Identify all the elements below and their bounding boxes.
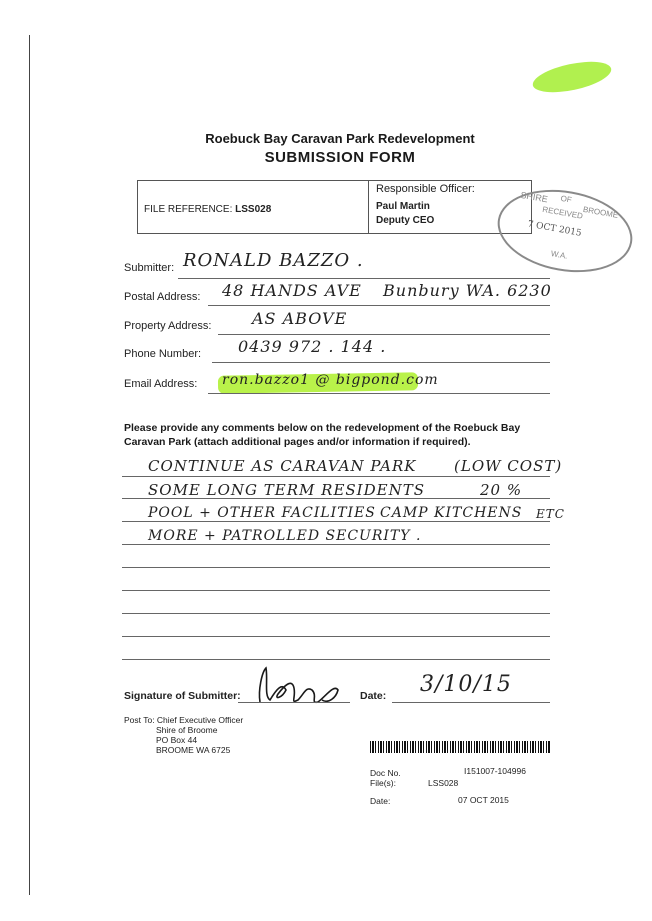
stamp-of: OF bbox=[559, 193, 573, 205]
comments-instructions: Please provide any comments below on the… bbox=[124, 422, 521, 448]
comment-line-2a: SOME LONG TERM RESIDENTS bbox=[148, 481, 425, 499]
barcode bbox=[370, 741, 550, 753]
files-label: File(s): bbox=[370, 778, 396, 788]
property-address-value: AS ABOVE bbox=[252, 309, 348, 328]
comment-line-3a: POOL + OTHER FACILITIES bbox=[148, 505, 376, 521]
comment-line-1a: CONTINUE AS CARAVAN PARK bbox=[148, 457, 417, 475]
highlighter-mark bbox=[530, 55, 614, 99]
phone-number-label: Phone Number: bbox=[124, 348, 202, 360]
post-to-line-4: BROOME WA 6725 bbox=[156, 745, 231, 755]
comment-rule bbox=[122, 476, 550, 477]
handwritten-signature bbox=[258, 666, 339, 704]
stamp-broome: BROOME bbox=[582, 204, 619, 220]
comment-line-4: MORE + PATROLLED SECURITY . bbox=[148, 528, 422, 544]
date-value: 3/10/15 bbox=[420, 672, 512, 697]
signature-line bbox=[238, 702, 350, 703]
comment-rule bbox=[122, 544, 550, 545]
file-reference-value: LSS028 bbox=[235, 204, 272, 215]
info-box-divider bbox=[368, 181, 369, 233]
post-to-line-2: Shire of Broome bbox=[156, 725, 218, 735]
comment-rule bbox=[122, 590, 550, 591]
email-address-label: Email Address: bbox=[124, 378, 198, 390]
doc-no-label: Doc No. bbox=[370, 768, 401, 778]
responsible-officer-label: Responsible Officer: bbox=[376, 183, 475, 195]
file-reference-label: FILE REFERENCE: LSS028 bbox=[144, 204, 271, 215]
stamp-shire: SHIRE bbox=[519, 189, 549, 205]
phone-number-line bbox=[212, 362, 550, 363]
phone-number-value: 0439 972 . 144 . bbox=[238, 337, 387, 356]
postal-address-value-2: Bunbury WA. 6230 bbox=[383, 281, 552, 300]
comment-rule bbox=[122, 521, 550, 522]
date-line bbox=[392, 702, 550, 703]
comment-line-2b: 20 % bbox=[480, 481, 523, 499]
postal-address-value: 48 HANDS AVE bbox=[222, 281, 362, 300]
records-date-value: 07 OCT 2015 bbox=[458, 795, 509, 805]
comment-rule bbox=[122, 636, 550, 637]
form-title: Roebuck Bay Caravan Park Redevelopment bbox=[205, 131, 475, 146]
submitter-value: RONALD BAZZO . bbox=[183, 250, 364, 271]
comment-rule bbox=[122, 498, 550, 499]
property-address-label: Property Address: bbox=[124, 320, 212, 332]
property-address-line bbox=[218, 334, 550, 335]
comment-rule bbox=[122, 659, 550, 660]
submitter-label: Submitter: bbox=[124, 262, 175, 274]
form-subtitle: SUBMISSION FORM bbox=[264, 149, 416, 166]
comment-line-3b: CAMP KITCHENS bbox=[380, 505, 523, 521]
records-date-label: Date: bbox=[370, 796, 391, 806]
stamp-date: 7 OCT 2015 bbox=[526, 219, 583, 239]
info-box: FILE REFERENCE: LSS028 Responsible Offic… bbox=[137, 180, 532, 234]
officer-name: Paul Martin bbox=[376, 201, 430, 212]
file-reference-label-text: FILE REFERENCE: bbox=[144, 204, 233, 215]
date-label: Date: bbox=[360, 690, 387, 702]
stamp-received: RECEIVED bbox=[541, 204, 584, 221]
email-address-line bbox=[208, 393, 550, 394]
files-value: LSS028 bbox=[428, 778, 459, 788]
officer-title: Deputy CEO bbox=[376, 215, 435, 226]
email-address-value: ron.bazzo1 @ bigpond.com bbox=[222, 372, 439, 388]
signature-label: Signature of Submitter: bbox=[124, 690, 241, 702]
page-edge-line bbox=[29, 35, 30, 895]
comment-rule bbox=[122, 567, 550, 568]
postal-address-line bbox=[208, 305, 550, 306]
doc-no-value: I151007-104996 bbox=[464, 766, 526, 776]
comment-line-1b: (LOW COST) bbox=[454, 457, 563, 475]
post-to-line-3: PO Box 44 bbox=[156, 735, 198, 745]
submitter-line bbox=[178, 278, 550, 279]
stamp-state: W.A. bbox=[550, 248, 569, 261]
comment-line-3c: ETC bbox=[536, 507, 565, 521]
comment-rule bbox=[122, 613, 550, 614]
postal-address-label: Postal Address: bbox=[124, 291, 201, 303]
post-to-line-1: Post To: Chief Executive Officer bbox=[124, 715, 244, 725]
